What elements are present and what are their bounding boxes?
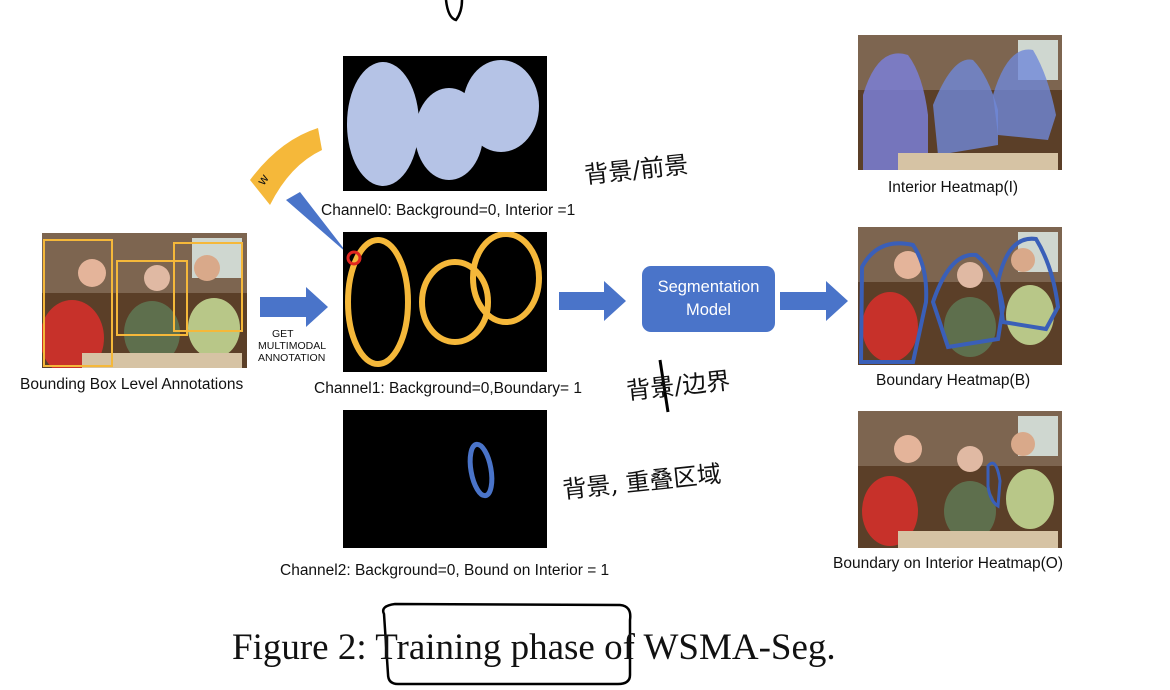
boi-label: Boundary on Interior Heatmap(O) [833,555,1064,572]
caption-prefix: Figure 2: [232,627,376,668]
figure-caption: Figure 2: Training phase of WSMA-Seg. [232,626,836,669]
channel2-panel [343,410,547,548]
annotation-label: ANNOTATION [258,352,326,364]
channel0-label: Channel0: Background=0, Interior =1 [321,202,576,219]
caption-suffix: of WSMA-Seg. [594,627,836,668]
seg-line1: Segmentation [657,278,760,296]
arrow-get-annotation [260,287,328,327]
boundary-heatmap-photo [858,227,1062,365]
get-label: GET [272,328,294,340]
caption-pen-box [381,602,632,686]
channel1-label: Channel1: Background=0,Boundary= 1 [314,380,583,397]
blue-pointer-shape [286,192,348,254]
pen-slash [658,359,670,413]
bbox-photo [42,233,247,368]
caption-highlight: Training phase [375,627,595,668]
interior-heatmap-photo [858,35,1062,170]
segmentation-model-box: Segmentation Model [642,266,775,332]
bbox-label: Bounding Box Level Annotations [20,376,244,393]
interior-label: Interior Heatmap(I) [888,179,1019,196]
pen-stroke-top [444,0,464,22]
channel1-panel [343,232,547,372]
channel0-panel [343,56,547,191]
boundary-on-interior-photo [858,411,1062,548]
channel2-label: Channel2: Background=0, Bound on Interio… [280,562,610,579]
seg-line2: Model [686,301,731,319]
multimodal-label: MULTIMODAL [258,340,327,352]
yellow-band-shape [250,128,322,205]
arrow-to-model [559,281,626,321]
boundary-label: Boundary Heatmap(B) [876,372,1031,389]
arrow-to-heatmaps [780,281,848,321]
